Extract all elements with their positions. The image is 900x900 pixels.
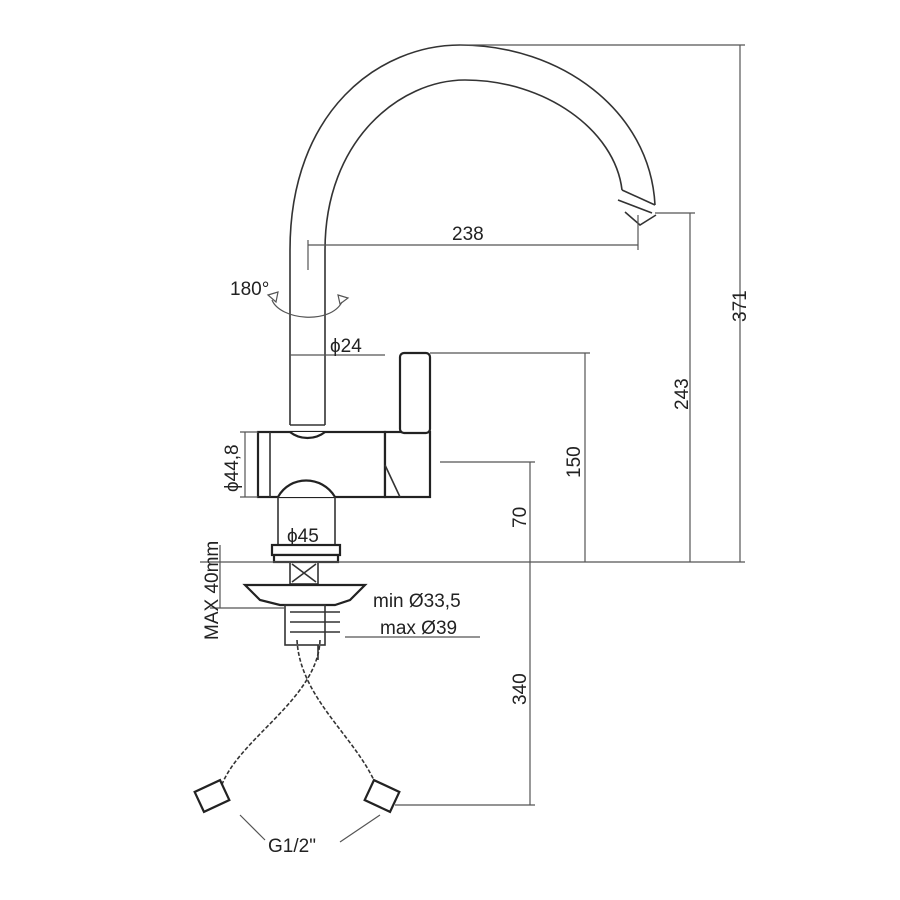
dim-total-height: 371 [730, 290, 751, 322]
spout [289, 44, 657, 426]
base [242, 497, 368, 660]
dim-min-hole: min Ø33,5 [373, 591, 461, 612]
dim-base-diameter: ϕ45 [287, 526, 319, 547]
dim-spout-outlet-height: 243 [672, 378, 693, 410]
lever-handle [398, 351, 432, 435]
dim-hose-length: 340 [510, 673, 531, 705]
dim-lever-height: 150 [564, 446, 585, 478]
dim-connection: G1/2" [268, 836, 316, 857]
dim-spout-diameter: ϕ24 [330, 336, 362, 357]
supply-hoses [193, 639, 401, 814]
dim-body-height: 70 [510, 507, 531, 528]
body [256, 430, 432, 499]
dim-max-deck-thickness: MAX 40mm [202, 541, 223, 640]
dim-max-hole: max Ø39 [380, 618, 457, 639]
dim-spout-reach: 238 [452, 224, 484, 245]
dimension-lines [210, 44, 745, 843]
dim-rotation: 180° [230, 279, 269, 300]
rotation-arrow-icon [266, 291, 350, 318]
dim-body-diameter: ϕ44,8 [222, 444, 243, 492]
